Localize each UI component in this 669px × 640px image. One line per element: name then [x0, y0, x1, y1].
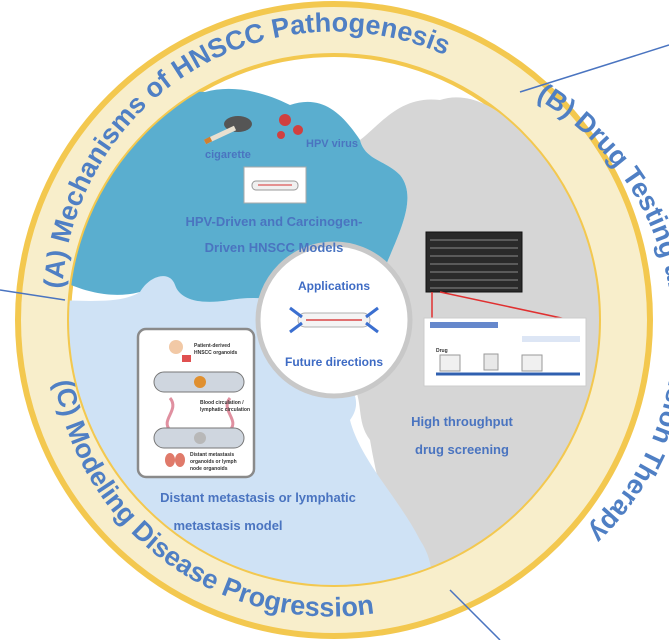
center-hub: Applications Future directions — [255, 241, 413, 399]
section-b-caption-line1: High throughput — [411, 414, 513, 429]
circulation-label-line2: lymphatic circulation — [200, 407, 250, 413]
center-applications: Applications — [298, 279, 370, 293]
section-a-content: cigarette HPV virus HPV-Driven and Carci… — [186, 114, 363, 255]
metastasis-label-line3: node organoids — [190, 466, 228, 472]
section-a-model-line1: HPV-Driven and Carcinogen- — [186, 214, 363, 229]
metastasis-label-line2: organoids or lymph — [190, 459, 237, 465]
section-b-content: Drug High throughput drug screening — [411, 231, 587, 457]
hpv-virus-label: HPV virus — [306, 138, 358, 150]
cigarette-icon — [203, 116, 252, 145]
lung-icon — [165, 453, 185, 467]
screening-panel: Drug — [423, 317, 587, 387]
circulation-label-line1: Blood circulation / — [200, 400, 244, 406]
section-c-caption-line2: metastasis model — [173, 518, 282, 533]
drug-label: Drug — [436, 348, 448, 354]
organoid-label-line2: HNSCC organoids — [194, 350, 238, 356]
section-a-model-line2: Driven HNSCC Models — [205, 240, 344, 255]
primary-chip-icon — [153, 371, 245, 393]
circulation-arrows — [165, 397, 235, 432]
cigarette-label: cigarette — [205, 149, 251, 161]
ring-divider-ac — [0, 289, 66, 301]
metastasis-label-line1: Distant metastasis — [190, 452, 234, 458]
ring-divider-bc — [449, 589, 501, 640]
section-b-caption-line2: drug screening — [415, 442, 509, 457]
patient-icon — [169, 340, 191, 362]
section-c-caption-line1: Distant metastasis or lymphatic — [160, 490, 356, 505]
zoom-line-right — [439, 291, 581, 323]
well-plate-icon — [425, 231, 523, 293]
section-c-content: Patient-derived HNSCC organoids Blood ci… — [136, 327, 356, 533]
hpv-virus-icon — [277, 114, 303, 139]
center-future-directions: Future directions — [285, 355, 383, 369]
organoid-label-line1: Patient-derived — [194, 343, 230, 349]
chip-icon — [289, 306, 379, 334]
microfluidic-chip-icon — [243, 166, 307, 204]
ring-divider-ab — [519, 44, 669, 93]
metastasis-chip-icon — [153, 427, 245, 449]
